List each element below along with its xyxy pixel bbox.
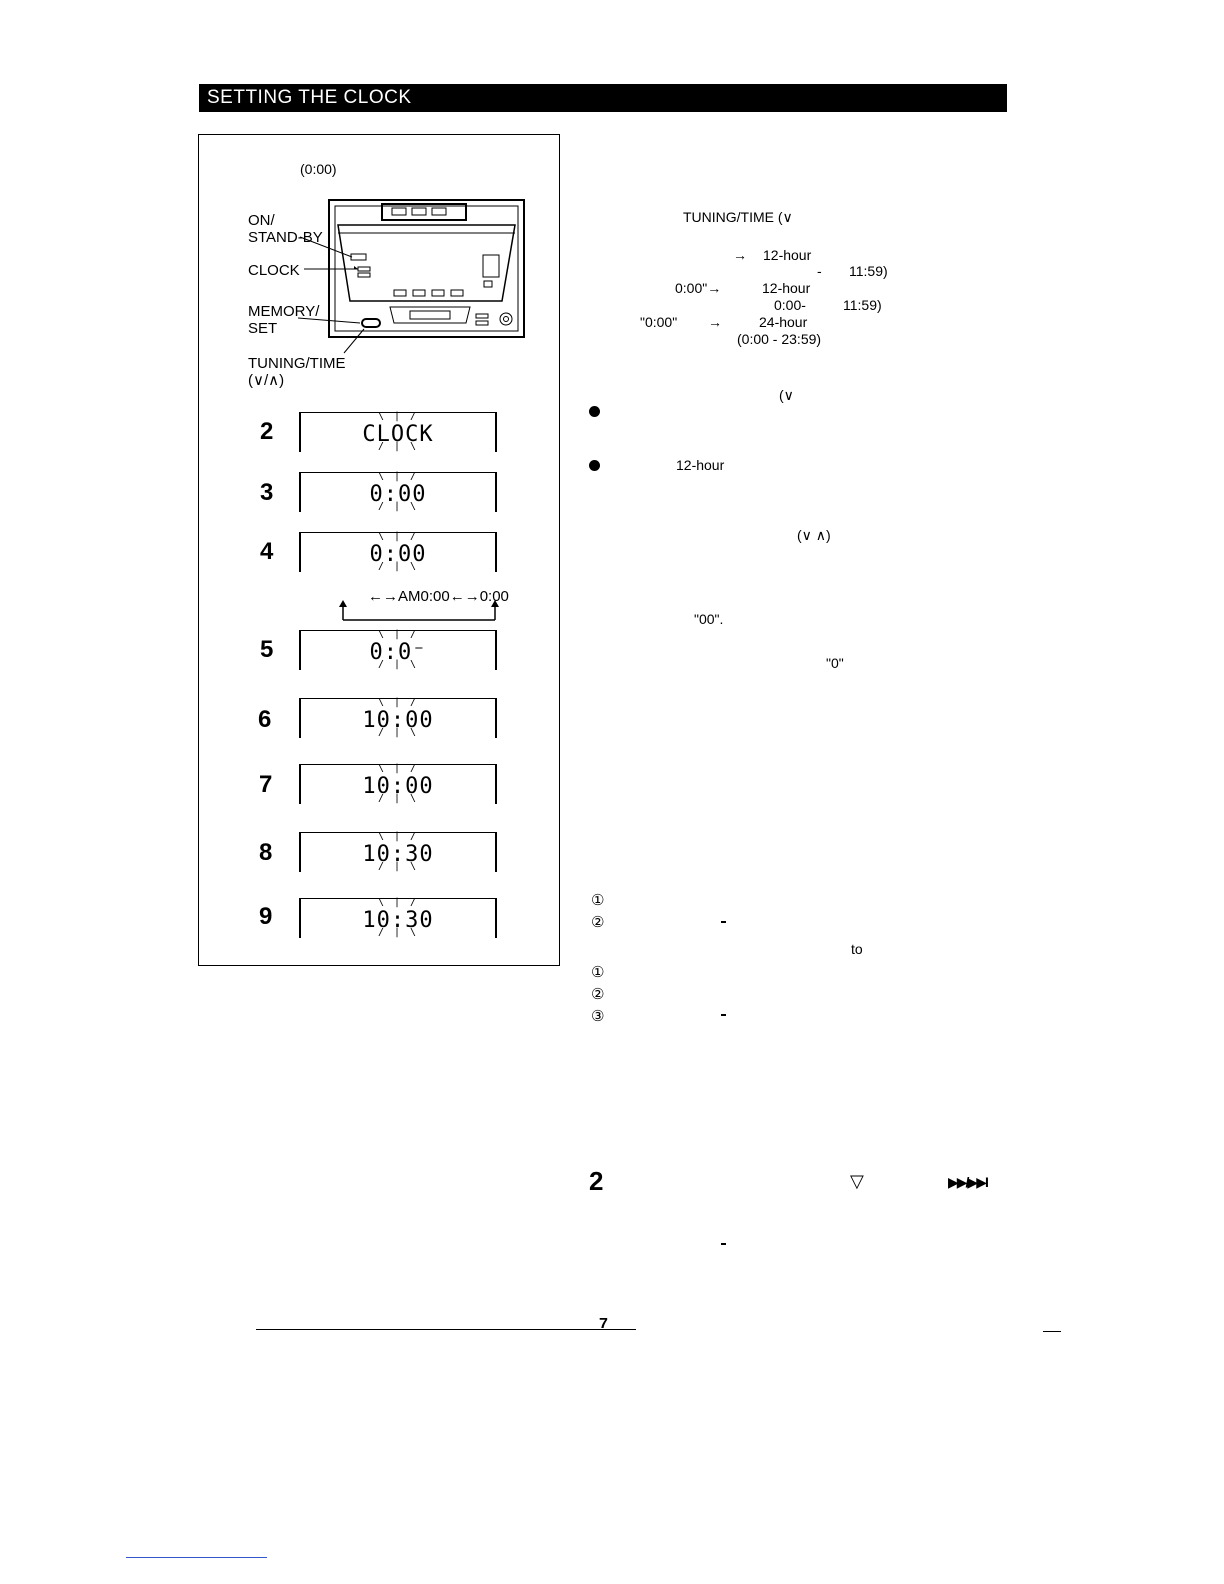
bullet-icon <box>589 460 600 471</box>
mode-12h-a: 12-hour <box>763 247 812 263</box>
mode-12h-note: 12-hour <box>676 457 725 473</box>
section-title: SETTING THE CLOCK <box>207 87 412 108</box>
cycle-arrow <box>339 600 499 621</box>
label-memory-set: MEMORY/ SET <box>248 303 320 337</box>
lcd-text: CLOCK <box>362 422 434 447</box>
down-up-ref: (∨ ∧) <box>797 527 831 543</box>
range-24h: (0:00 - 23:59) <box>737 331 822 347</box>
memory-set-button[interactable] <box>361 318 381 328</box>
step-number: 6 <box>258 706 272 733</box>
lcd-display: \ | / 10:30 / | \ <box>299 831 497 872</box>
circled-number: ① <box>591 892 605 909</box>
lcd-text: 0:00 <box>369 482 427 507</box>
lcd-display: \ | / 0:00 / | \ <box>299 471 497 512</box>
to-text: to <box>851 941 863 957</box>
label-clock: CLOCK <box>248 262 300 279</box>
range-dash-a: - <box>817 263 822 279</box>
step-number: 8 <box>259 839 273 866</box>
fast-forward-icon: ▶▶/▶▶I <box>948 1174 989 1190</box>
paren-v: (∨ <box>779 387 794 403</box>
circled-number: ③ <box>591 1008 605 1025</box>
step-number: 2 <box>260 418 274 445</box>
footer-link-line <box>126 1557 267 1558</box>
lcd-display: \ | / 0:00 / | \ <box>299 531 497 572</box>
lcd-display: \ | / CLOCK / | \ <box>299 411 497 452</box>
dash-mark <box>721 1014 726 1016</box>
lcd-display: \ | / 10:00 / | \ <box>299 763 497 804</box>
circled-number: ② <box>591 986 605 1003</box>
bullet-icon <box>589 406 600 417</box>
step-number: 3 <box>260 479 274 506</box>
lcd-display: \ | / 10:30 / | \ <box>299 897 497 938</box>
double-zero-note: "00". <box>694 611 724 627</box>
label-on-standby: ON/ STAND-BY <box>248 212 323 246</box>
cycle-indicator: ←→AM0:00←→0:00 <box>368 588 509 605</box>
stereo-unit-diagram <box>297 199 525 354</box>
circled-number: ② <box>591 914 605 931</box>
range-end-a: 11:59) <box>849 263 888 279</box>
lcd-display: \ | / 10:00 / | \ <box>299 697 497 738</box>
lcd-text: 10:00 <box>362 708 434 733</box>
footer-rule <box>256 1329 636 1330</box>
lcd-text: 0:00 <box>369 542 427 567</box>
lcd-text: 10:00 <box>362 774 434 799</box>
lcd-text: 10:30 <box>362 908 434 933</box>
mode-24h: 24-hour <box>759 314 808 330</box>
dash-mark <box>721 1243 726 1245</box>
range-start-b: 0:00- <box>774 297 806 313</box>
lcd-text: 0:0⁻ <box>369 640 427 665</box>
lcd-text: 10:30 <box>362 842 434 867</box>
step-number: 7 <box>259 771 273 798</box>
down-triangle-icon: ▽ <box>850 1171 864 1191</box>
clock-button[interactable] <box>357 266 371 272</box>
illustration-panel <box>198 134 560 966</box>
tuning-time-ref: TUNING/TIME (∨ <box>683 209 793 225</box>
mode-12h-b: 12-hour <box>762 280 811 296</box>
arrow-text: → <box>733 247 747 263</box>
section-header-bar: SETTING THE CLOCK <box>199 84 1007 112</box>
page-number: 7 <box>599 1316 608 1328</box>
panel-top-note: (0:00) <box>300 161 337 177</box>
step-number: 9 <box>259 903 273 930</box>
dash-mark <box>721 921 726 923</box>
step-number: 2 <box>589 1166 604 1196</box>
footer-mark <box>1043 1331 1061 1332</box>
range-end-b: 11:59) <box>843 297 882 313</box>
single-zero-note: "0" <box>826 655 844 671</box>
step-number: 4 <box>260 538 274 565</box>
zero-arrow-a: 0:00"→ <box>675 280 722 296</box>
step-number: 5 <box>260 636 274 663</box>
on-standby-button[interactable] <box>350 253 367 261</box>
label-tuning-time: TUNING/TIME (∨/∧) <box>248 355 346 389</box>
circled-number: ① <box>591 964 605 981</box>
zero-quote-c: "0:00" <box>640 314 678 330</box>
lcd-display: \ | / 0:0⁻ / | \ <box>299 629 497 670</box>
arrow-c: → <box>708 314 722 330</box>
